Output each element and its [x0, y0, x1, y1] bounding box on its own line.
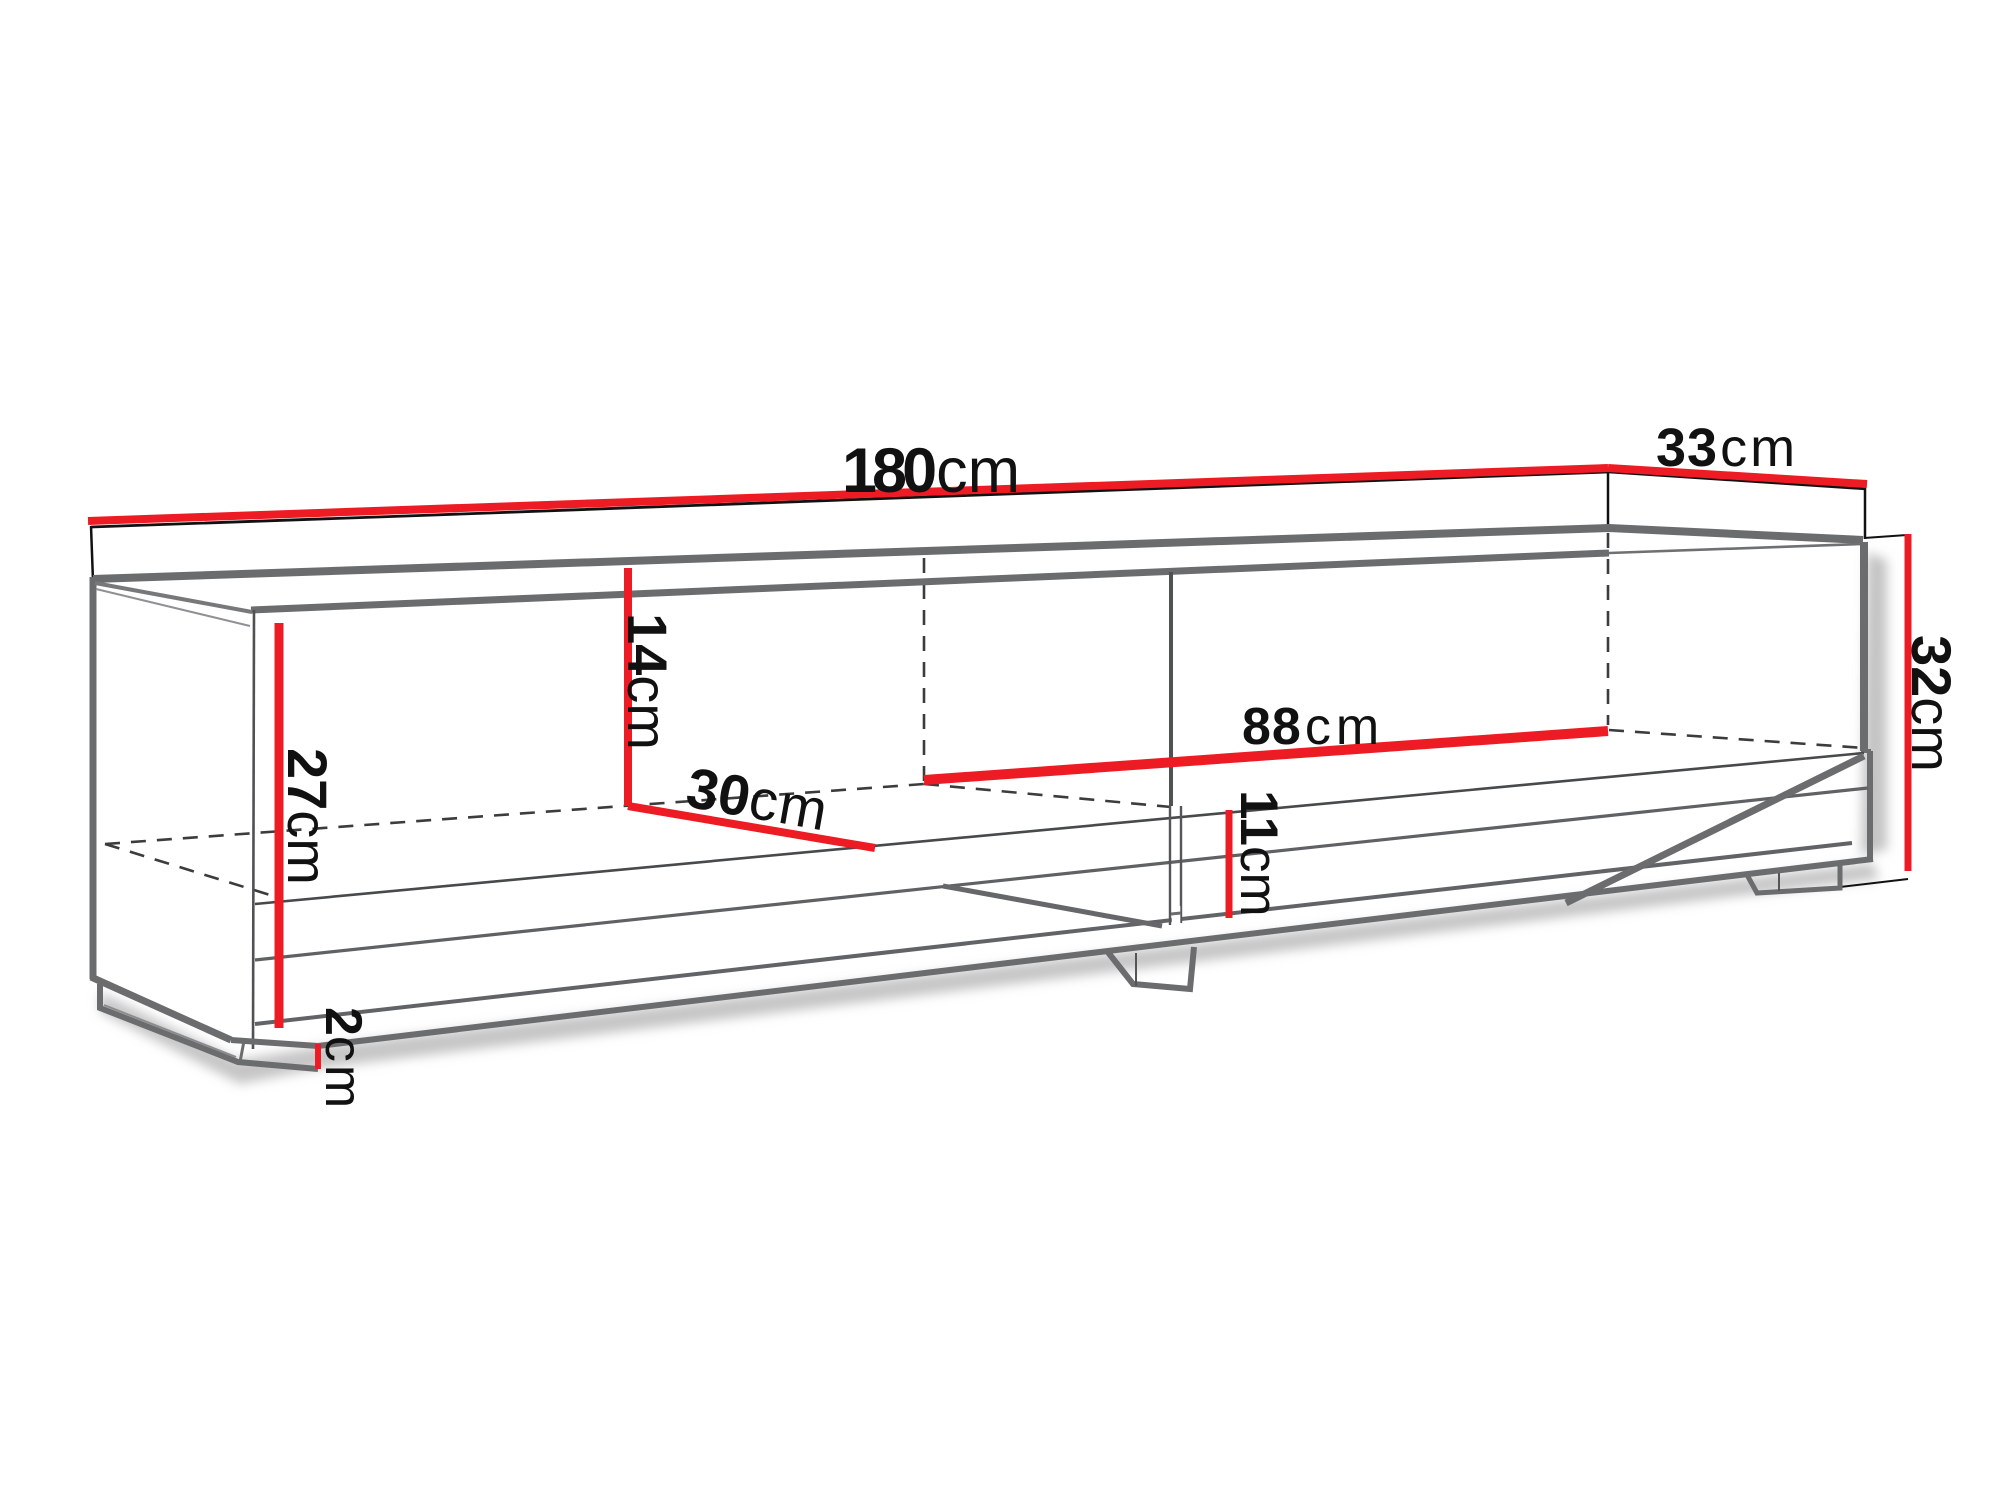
svg-text:30cm: 30cm — [682, 756, 834, 844]
svg-text:88cm: 88cm — [1242, 698, 1384, 756]
svg-text:2cm: 2cm — [314, 1007, 372, 1111]
svg-text:11cm: 11cm — [1229, 790, 1288, 917]
svg-text:14cm: 14cm — [616, 613, 679, 750]
svg-text:27cm: 27cm — [276, 748, 339, 885]
svg-text:33cm: 33cm — [1656, 418, 1798, 478]
svg-text:32cm: 32cm — [1900, 635, 1963, 772]
svg-text:180cm: 180cm — [842, 436, 1020, 506]
